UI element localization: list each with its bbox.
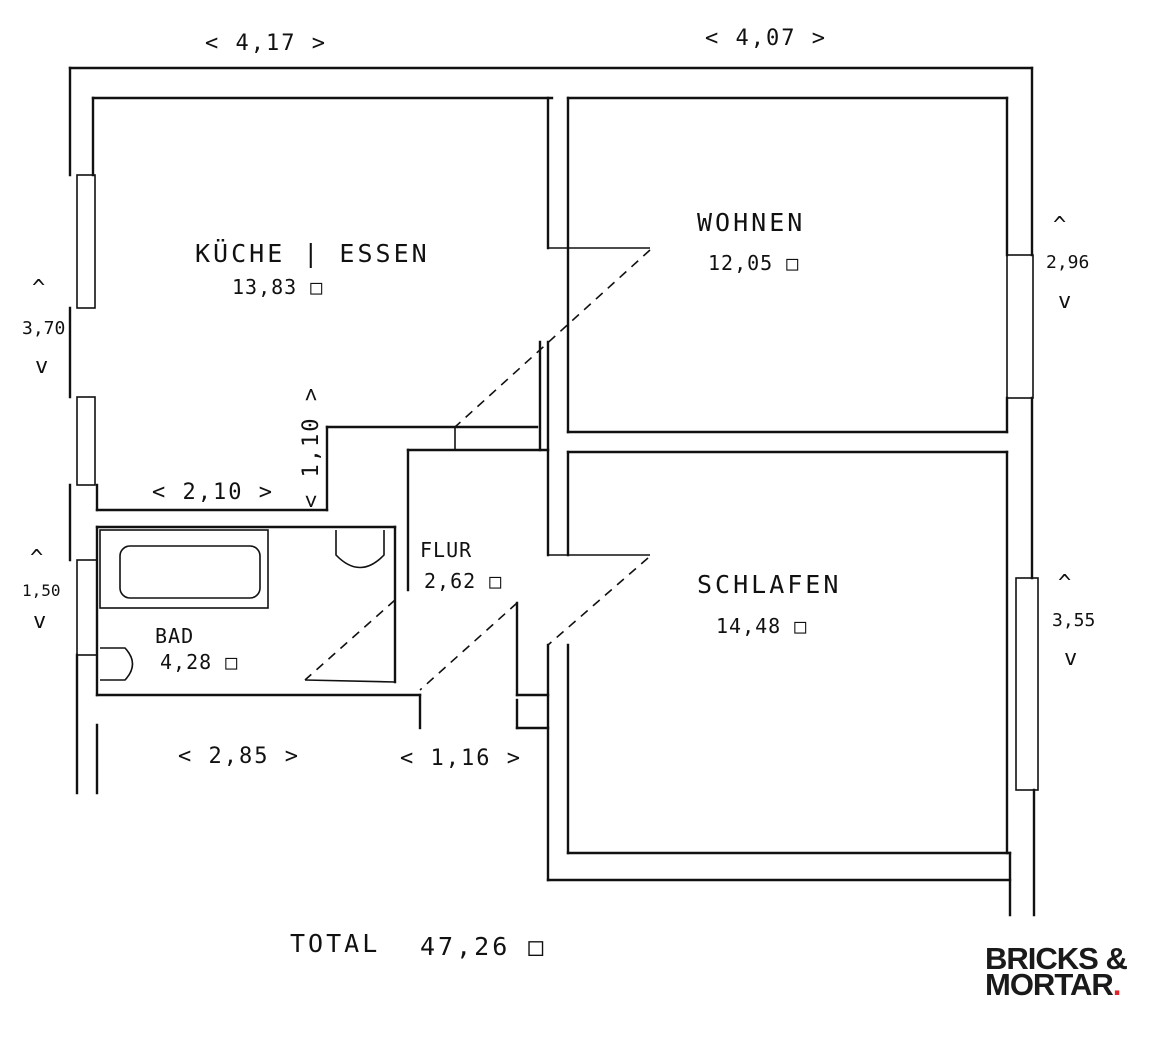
dimension-left-upper-marker: ^ 3,70 v: [22, 276, 65, 379]
total-label: TOTAL: [290, 929, 380, 958]
svg-text:v: v: [1058, 289, 1073, 314]
bathtub-inner: [119, 545, 261, 599]
room-name-wohnen: WOHNEN: [697, 208, 805, 237]
svg-text:^: ^: [32, 276, 47, 301]
outer-walls: [68, 66, 1036, 917]
toilet: [100, 647, 134, 681]
dimension-right-lower-marker: ^ 3,55 v: [1052, 571, 1095, 671]
svg-text:^: ^: [30, 546, 45, 571]
dimension-bath-bottom: < 2,85 >: [178, 744, 300, 769]
room-area-schlafen: 14,48 □: [716, 614, 807, 638]
dimension-left-lower: 1,50: [22, 581, 61, 600]
brand-dot: .: [1112, 967, 1122, 1002]
room-area-bad: 4,28 □: [160, 650, 238, 674]
svg-text:^: ^: [1053, 213, 1068, 238]
dimension-kitchen-step: < 1,10 >: [299, 386, 324, 508]
svg-text:v: v: [35, 354, 50, 379]
washbasin: [335, 530, 385, 569]
interior-walls: [95, 96, 1012, 917]
svg-text:v: v: [33, 609, 48, 634]
room-name-schlafen: SCHLAFEN: [697, 570, 841, 599]
svg-text:v: v: [1064, 646, 1079, 671]
room-name-bad: BAD: [155, 624, 194, 648]
dimension-top-left: < 4,17 >: [205, 31, 327, 56]
dimension-right-upper-marker: ^ 2,96 v: [1046, 213, 1089, 314]
dimension-hall-bottom: < 1,16 >: [400, 746, 522, 771]
dimension-right-upper: 2,96: [1046, 252, 1089, 273]
dimension-right-lower: 3,55: [1052, 610, 1095, 631]
doors: [304, 247, 651, 691]
room-name-kueche: KÜCHE | ESSEN: [195, 239, 430, 268]
dimension-left-lower-marker: ^ 1,50 v: [22, 546, 61, 634]
svg-text:^: ^: [1058, 571, 1073, 596]
room-name-flur: FLUR: [420, 538, 472, 562]
dimension-top-right: < 4,07 >: [705, 26, 827, 51]
brand-line-1: BRICKS &: [985, 941, 1128, 976]
room-area-kueche: 13,83 □: [232, 275, 323, 299]
brand-logo: BRICKS & MORTAR.: [985, 941, 1128, 1002]
dimension-left-upper: 3,70: [22, 318, 65, 339]
brand-line-2: MORTAR.: [985, 967, 1121, 1002]
bathtub: [99, 529, 269, 609]
windows: [76, 174, 1039, 791]
room-area-wohnen: 12,05 □: [708, 251, 799, 275]
room-area-flur: 2,62 □: [424, 569, 502, 593]
total-value: 47,26 □: [420, 932, 546, 961]
dimension-kitchen-bottom: < 2,10 >: [152, 480, 274, 505]
bathroom-fixtures: [99, 529, 385, 681]
